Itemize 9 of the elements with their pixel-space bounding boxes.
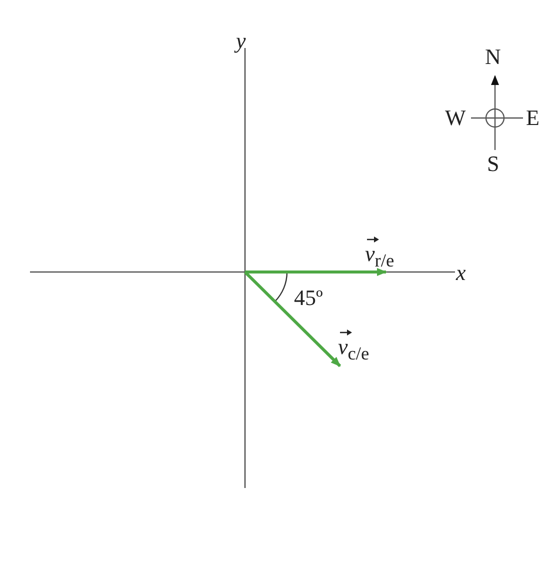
axis-label: y — [236, 30, 246, 52]
vector-label: v$_{r/e}$ — [365, 236, 394, 270]
compass-label: S — [487, 153, 500, 175]
angle-label: 45º — [294, 287, 323, 309]
axis-label: x — [456, 262, 466, 284]
compass-label: N — [485, 46, 501, 68]
vector-label: v$_{c/e}$ — [338, 329, 370, 363]
compass-label: W — [445, 107, 466, 129]
compass-label: E — [526, 107, 540, 129]
